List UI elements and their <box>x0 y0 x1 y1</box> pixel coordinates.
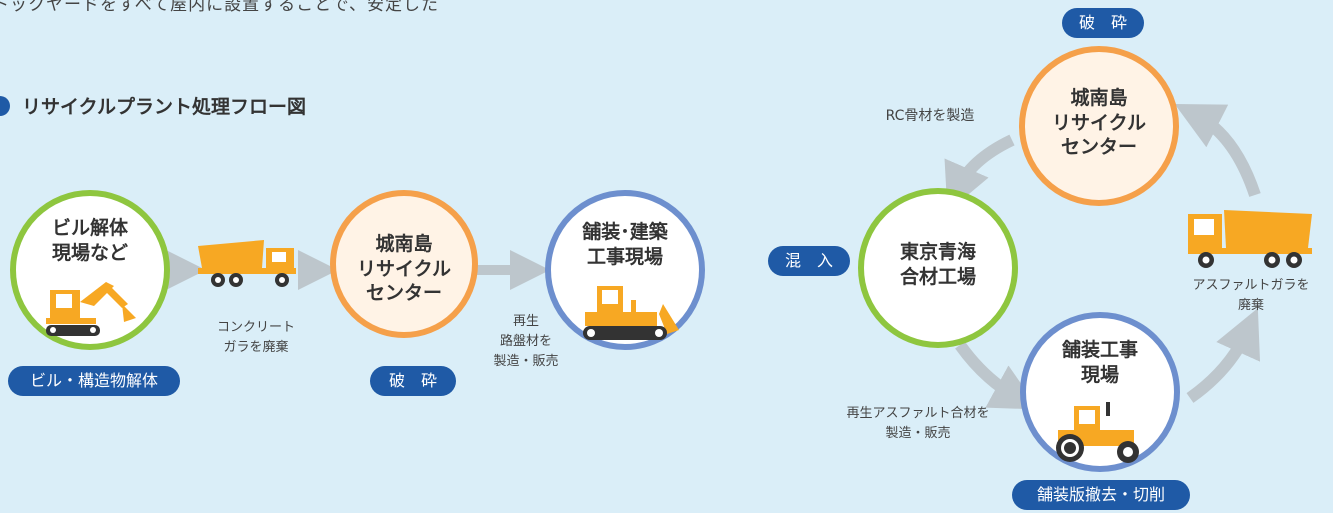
excavator-icon <box>46 282 136 336</box>
recycle-center-circle: 城南島 リサイクル センター <box>330 190 478 338</box>
demolition-pill: ビル・構造物解体 <box>8 366 180 396</box>
paving-site-label: 舗装工事 現場 <box>1061 339 1138 386</box>
destination-label: 舗装･建築 工事現場 <box>582 221 668 268</box>
recycled-asphalt-note: 再生アスファルト合材を 製造・販売 <box>846 406 990 442</box>
arrow-paving-to-truck <box>1186 308 1261 403</box>
cycle-recycle-center-label: 城南島 リサイクル センター <box>1051 87 1147 159</box>
crush-pill: 破 砕 <box>370 366 456 396</box>
arrow-truck-to-center <box>1174 104 1261 197</box>
asphalt-plant-label: 東京青海 合材工場 <box>899 241 976 288</box>
destination-circle: 舗装･建築 工事現場 <box>545 190 705 350</box>
rc-note: RC骨材を製造 <box>885 108 975 124</box>
demolition-site-circle: ビル解体 現場など <box>10 190 170 350</box>
section-title: リサイクルプラント処理フロー図 <box>0 92 306 119</box>
dump-truck-icon <box>1188 210 1312 268</box>
asphalt-plant-circle: 東京青海 合材工場 <box>858 188 1018 348</box>
bulldozer-icon <box>583 286 679 340</box>
title-marker-icon <box>0 95 10 116</box>
paving-removal-pill: 舗装版撤去・切削 <box>1012 480 1190 510</box>
top-crush-pill: 破 砕 <box>1062 8 1144 38</box>
arrow-center-to-plant <box>944 134 1015 213</box>
transport-note: コンクリート ガラを廃棄 <box>216 320 295 356</box>
section-title-text: リサイクルプラント処理フロー図 <box>22 96 307 118</box>
intro-text: トックヤードをすべて屋内に設置することで、安定した <box>0 0 439 15</box>
product-note: 再生 路盤材を 製造・販売 <box>493 314 559 370</box>
arrow-plant-to-paving <box>955 341 1040 410</box>
paving-site-circle: 舗装工事 現場 <box>1020 312 1180 472</box>
cycle-recycle-center-circle: 城南島 リサイクル センター <box>1019 46 1179 206</box>
recycle-center-label: 城南島 リサイクル センター <box>356 233 452 305</box>
dump-truck-icon <box>198 240 296 287</box>
demolition-site-label: ビル解体 現場など <box>51 217 128 264</box>
road-roller-icon <box>1056 402 1139 463</box>
asphalt-waste-note: アスファルトガラを 廃棄 <box>1192 278 1310 314</box>
mixing-pill: 混 入 <box>768 246 850 276</box>
